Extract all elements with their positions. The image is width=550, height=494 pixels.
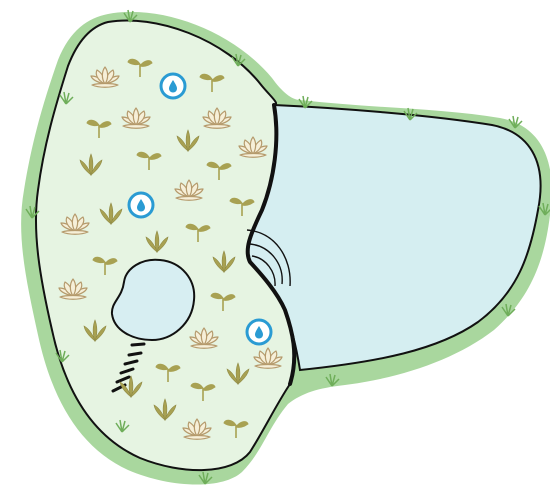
water-drop-icon (247, 320, 271, 344)
water-drop-icon (129, 193, 153, 217)
water-drop-icon (161, 74, 185, 98)
